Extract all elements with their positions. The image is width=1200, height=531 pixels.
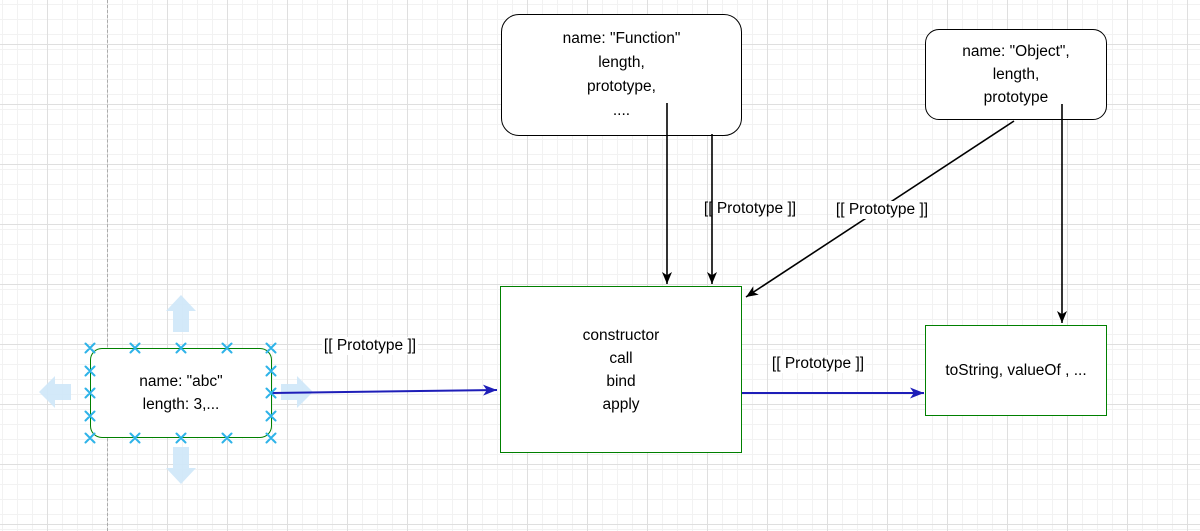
node-text-line: prototype <box>983 89 1049 106</box>
connection-point-handles[interactable] <box>84 342 277 444</box>
node-text-line: toString, valueOf , ... <box>945 362 1087 379</box>
node-text-line: .... <box>612 102 631 119</box>
node-text-line: name: "abc" <box>139 373 223 390</box>
node-object-prototype[interactable]: toString, valueOf , ... <box>925 325 1107 416</box>
node-text-line: call <box>609 349 633 367</box>
node-function[interactable]: name: "Function" length, prototype, .... <box>501 14 742 136</box>
node-text-line: length, <box>598 54 645 71</box>
node-text-line: length: 3,... <box>142 396 220 413</box>
node-text-line: bind <box>606 372 636 390</box>
node-text-line: length, <box>992 66 1040 83</box>
node-text-line: name: "Function" <box>562 30 681 47</box>
edge-abc-to-function-prototype[interactable] <box>271 384 498 396</box>
page-guide-dashed-line <box>107 0 108 531</box>
edge-label-prototype-function[interactable]: [[ Prototype ]] <box>703 200 797 217</box>
node-text-line: apply <box>602 395 640 413</box>
direction-arrow-down-icon[interactable] <box>166 447 196 484</box>
node-object[interactable]: name: "Object", length, prototype <box>925 29 1107 120</box>
edge-label-prototype-object[interactable]: [[ Prototype ]] <box>833 201 931 219</box>
node-text-line: constructor <box>582 326 660 344</box>
direction-arrow-left-icon[interactable] <box>39 376 71 408</box>
node-text-line: name: "Object", <box>962 43 1070 60</box>
edge-label-prototype-abc[interactable]: [[ Prototype ]] <box>321 337 419 355</box>
direction-arrow-up-icon[interactable] <box>166 295 196 332</box>
node-text-line: prototype, <box>587 78 656 95</box>
edge-label-prototype-chain[interactable]: [[ Prototype ]] <box>769 355 867 373</box>
node-function-prototype[interactable]: constructor call bind apply <box>500 286 742 453</box>
